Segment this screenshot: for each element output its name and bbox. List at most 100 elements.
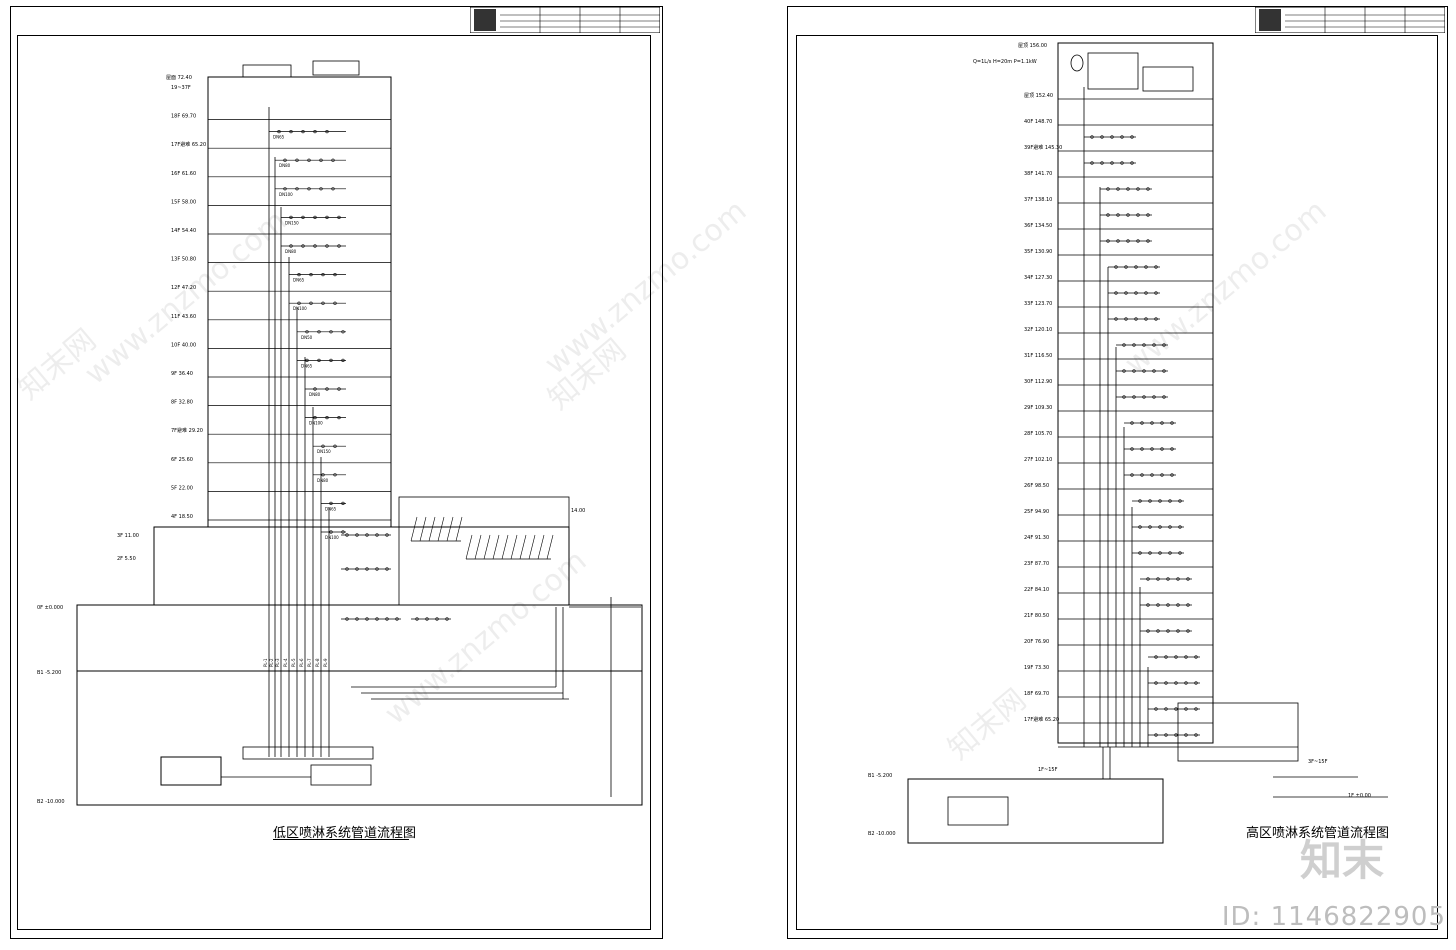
floor-label: 22F 84.10 <box>1024 587 1049 593</box>
floor-label: 19~37F <box>171 85 191 91</box>
sprinkler-head <box>1170 421 1174 425</box>
watermark-logo: 知末 <box>1299 836 1384 885</box>
sprinkler-head <box>355 617 359 621</box>
floor-label: 4F 18.50 <box>171 514 193 520</box>
sprinkler-head <box>1174 733 1178 737</box>
sprinkler-head <box>1126 187 1130 191</box>
branch-pipe <box>437 516 445 542</box>
floor-label: 17F避难 65.20 <box>1024 716 1059 723</box>
sprinkler-head <box>329 501 333 506</box>
sprinkler-head <box>307 187 311 191</box>
floor-label: 18F 69.70 <box>171 114 196 120</box>
sprinkler-head <box>1184 681 1188 685</box>
floor-label: 28F 105.70 <box>1024 431 1052 437</box>
sprinkler-head <box>1154 265 1158 269</box>
watermark-id: ID: 1146822905 <box>1221 902 1446 932</box>
sprinkler-head <box>1184 707 1188 711</box>
sprinkler-head <box>329 530 333 534</box>
branch-pipe <box>483 534 491 560</box>
sprinkler-head <box>317 330 321 334</box>
sprinkler-head <box>1162 369 1166 373</box>
sprinkler-head <box>301 215 305 219</box>
sprinkler-head <box>305 358 309 363</box>
sprinkler-head <box>1160 473 1164 477</box>
sprinkler-head <box>385 567 389 571</box>
sprinkler-head <box>1176 577 1180 581</box>
sprinkler-head <box>355 533 359 537</box>
pipe-size-tag: DN65 <box>273 135 285 140</box>
floor-label: B1 -5.200 <box>37 670 61 676</box>
sprinkler-head <box>1146 187 1150 191</box>
sprinkler-head <box>1138 551 1142 555</box>
sprinkler-head <box>1106 213 1110 217</box>
sprinkler-head <box>1146 577 1150 581</box>
sprinkler-head <box>415 617 419 621</box>
pipe-size-tag: DN100 <box>279 192 293 197</box>
floor-label: 15F 58.00 <box>171 199 196 205</box>
sprinkler-head <box>321 301 325 305</box>
sprinkler-head <box>445 617 449 621</box>
sprinkler-head <box>1158 499 1162 503</box>
sprinkler-head <box>329 358 333 363</box>
sprinkler-head <box>313 387 317 391</box>
branch-pipe <box>546 534 554 560</box>
sprinkler-head <box>1130 447 1134 451</box>
sprinkler-head <box>319 158 323 162</box>
sprinkler-head <box>295 158 299 162</box>
pipe-size-tag: DN80 <box>317 478 329 483</box>
sprinkler-head <box>1154 655 1158 659</box>
sprinkler-head <box>1152 369 1156 373</box>
floor-label: 10F 40.00 <box>171 342 196 348</box>
floor-label: 32F 120.10 <box>1024 327 1052 333</box>
floor-label: 29F 109.30 <box>1024 405 1052 411</box>
sprinkler-head <box>1106 187 1110 191</box>
sprinkler-head <box>305 330 309 334</box>
floor-label: 13F 50.80 <box>171 257 196 263</box>
branch-pipe <box>465 534 473 560</box>
sprinkler-head <box>1138 525 1142 529</box>
right-pump-note: Q=1L/s H=20m P=1.1kW <box>973 59 1037 65</box>
sprinkler-head <box>1114 291 1118 295</box>
sprinkler-head <box>1090 135 1094 139</box>
sprinkler-head <box>1140 421 1144 425</box>
sprinkler-head <box>1154 707 1158 711</box>
sprinkler-head <box>295 187 299 191</box>
sprinkler-head <box>1168 499 1172 503</box>
sprinkler-head <box>1170 447 1174 451</box>
sprinkler-head <box>289 244 293 248</box>
sprinkler-head <box>365 567 369 571</box>
pipe-size-tag: DN80 <box>309 392 321 397</box>
right-lower-note-2: 3F~15F <box>1308 759 1328 765</box>
pipe-size-tag: DN100 <box>325 535 339 540</box>
floor-label: 38F 141.70 <box>1024 171 1052 177</box>
sprinkler-head <box>1132 343 1136 347</box>
floor-label: 36F 134.50 <box>1024 223 1052 229</box>
sprinkler-head <box>1124 317 1128 321</box>
sprinkler-head <box>301 244 305 248</box>
floor-label: 18F 69.70 <box>1024 691 1049 697</box>
sprinkler-head <box>341 530 345 534</box>
branch-pipe <box>474 534 482 560</box>
floor-label: 23F 87.70 <box>1024 561 1049 567</box>
sprinkler-head <box>331 158 335 162</box>
sprinkler-head <box>1130 135 1134 139</box>
branch-pipe <box>410 516 418 542</box>
riser-tag: PL-8 <box>315 658 320 667</box>
sprinkler-head <box>425 617 429 621</box>
branch-pipe <box>428 516 436 542</box>
sprinkler-head <box>1142 369 1146 373</box>
branch-pipe <box>455 516 463 542</box>
floor-label: 17F避难 65.20 <box>171 141 206 148</box>
right-roof-label: 屋顶 156.00 <box>1018 43 1047 49</box>
sprinkler-head <box>1162 343 1166 347</box>
sprinkler-head <box>1144 317 1148 321</box>
sprinkler-head <box>1178 525 1182 529</box>
sprinkler-head <box>1176 603 1180 607</box>
sprinkler-head <box>341 358 345 363</box>
sprinkler-head <box>345 567 349 571</box>
sprinkler-head <box>309 301 313 305</box>
sprinkler-head <box>345 617 349 621</box>
